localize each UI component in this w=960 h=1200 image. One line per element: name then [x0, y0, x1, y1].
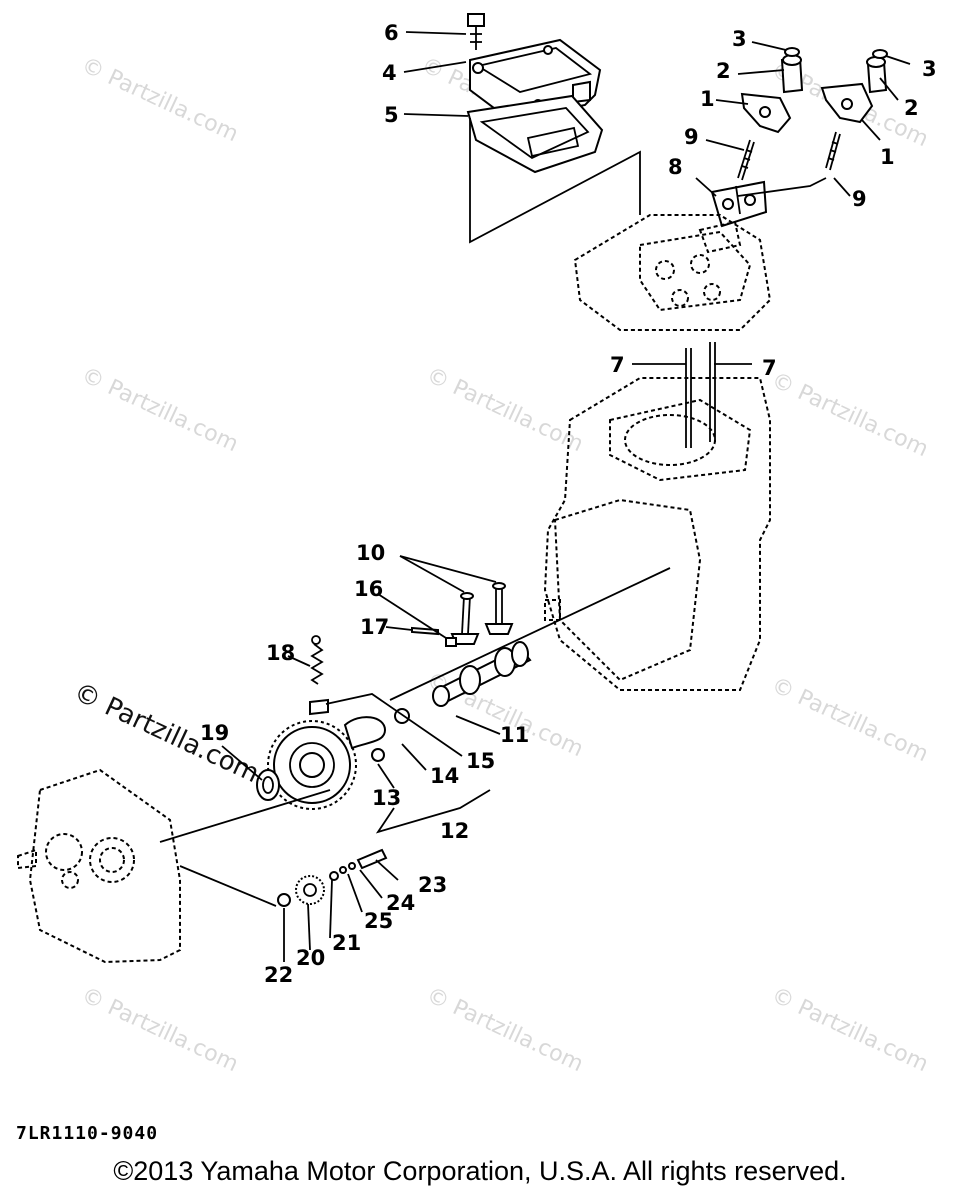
callout-4: 4	[382, 61, 397, 85]
push-rods	[685, 342, 716, 448]
valves	[450, 582, 514, 645]
cam-gear	[267, 720, 357, 810]
callout-7-right: 7	[762, 356, 777, 380]
camshaft	[432, 641, 532, 707]
callout-20: 20	[296, 946, 325, 970]
callout-13: 13	[372, 786, 401, 810]
callout-6: 6	[384, 21, 399, 45]
callout-15: 15	[466, 749, 495, 773]
rocker-guide-plate	[710, 177, 827, 228]
crankcase-block	[543, 377, 771, 691]
callout-22: 22	[264, 963, 293, 987]
copyright-notice: ©2013 Yamaha Motor Corporation, U.S.A. A…	[113, 1156, 847, 1186]
callout-14: 14	[430, 764, 459, 788]
callout-3-left: 3	[732, 27, 747, 51]
rocker-pivot-studs	[737, 131, 841, 181]
callout-25: 25	[364, 909, 393, 933]
callout-23: 23	[418, 873, 447, 897]
callout-12: 12	[440, 819, 469, 843]
callout-1-left: 1	[700, 87, 715, 111]
callout-2-left: 2	[716, 59, 731, 83]
governor-axis	[179, 865, 277, 907]
callout-24: 24	[386, 891, 415, 915]
cam-gear-washer	[256, 769, 280, 801]
governor-gear	[277, 848, 388, 907]
watermark: © Partzilla.com	[422, 668, 586, 762]
cylinder-head	[573, 214, 772, 331]
watermark: © Partzilla.com	[77, 363, 241, 457]
watermark: © Partzilla.com	[422, 363, 586, 457]
rocker-arm-left	[740, 47, 804, 134]
callout-1-right: 1	[880, 145, 895, 169]
watermark: © Partzilla.com	[767, 368, 931, 462]
callout-9-right: 9	[852, 187, 867, 211]
watermark-group: © Partzilla.com © Partzilla.com © Partzi…	[69, 53, 932, 1077]
rocker-arm-right	[820, 49, 888, 124]
decompression-lever	[343, 708, 410, 762]
valve-pin-and-pushrod-small	[411, 626, 457, 647]
callout-16: 16	[354, 577, 383, 601]
callout-18: 18	[266, 641, 295, 665]
callout-11: 11	[500, 723, 529, 747]
callout-19: 19	[200, 721, 229, 745]
watermark: © Partzilla.com	[77, 983, 241, 1077]
spring-18	[309, 635, 329, 716]
callout-3-right: 3	[922, 57, 937, 81]
callout-21: 21	[332, 931, 361, 955]
callout-7-left: 7	[610, 353, 625, 377]
watermark: © Partzilla.com	[77, 53, 241, 147]
callout-2-right: 2	[904, 96, 919, 120]
watermark: © Partzilla.com	[767, 673, 931, 767]
callouts: 6 4 5 3 2 1 9 8 3 2 1 9 7 7 10 16 17 18 …	[200, 21, 937, 987]
callout-10: 10	[356, 541, 385, 565]
watermark-main: © Partzilla.com	[69, 677, 264, 789]
callout-8: 8	[668, 155, 683, 179]
valve-cover-gasket	[466, 94, 604, 174]
watermark: © Partzilla.com	[422, 983, 586, 1077]
camshaft-axis	[389, 567, 671, 701]
crankcase-cover	[17, 768, 181, 964]
leader-lines	[221, 31, 911, 962]
valve-cover-bolt	[467, 13, 485, 50]
callout-17: 17	[360, 615, 389, 639]
callout-5: 5	[384, 103, 399, 127]
watermark: © Partzilla.com	[767, 983, 931, 1077]
cover-axis-line	[159, 789, 331, 843]
callout-9-left: 9	[684, 125, 699, 149]
diagram-code: 7LR1110-9040	[16, 1123, 159, 1144]
